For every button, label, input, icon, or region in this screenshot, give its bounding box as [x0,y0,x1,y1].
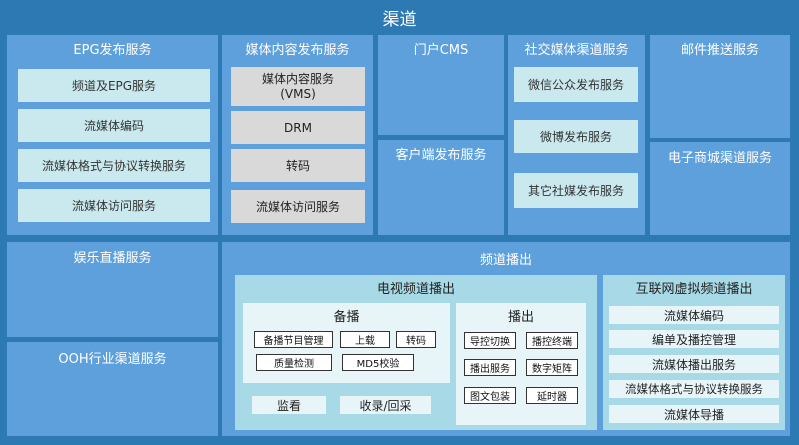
ooh-title: OOH行业渠道服务 [58,351,167,367]
social-title: 社交媒体渠道服务 [524,42,629,58]
diagram-title: 渠道 [0,0,799,34]
ent-live-title: 娱乐直播服务 [73,250,152,266]
client-panel: 客户端发布服务 [378,140,504,235]
mail-panel: 邮件推送服务 [650,35,790,138]
broadcast-title: 播出 [507,309,534,325]
mail-title: 邮件推送服务 [680,42,759,58]
internet-item-3: 流媒体格式与协议转换服务 [609,380,779,398]
internet-panel: 互联网虚拟频道播出 流媒体编码 编单及播控管理 流媒体播出服务 流媒体格式与协议… [603,275,785,430]
backup-item-3: 质量检测 [256,354,332,371]
broadcast-item-0: 导控切换 [464,332,516,349]
social-item-0: 微信公众发布服务 [514,67,638,102]
broadcast-item-2: 播出服务 [464,359,516,376]
internet-title: 互联网虚拟频道播出 [635,281,753,297]
epg-item-0: 频道及EPG服务 [18,69,210,102]
social-panel: 社交媒体渠道服务 微信公众发布服务 微博发布服务 其它社媒发布服务 [508,35,645,235]
ecommerce-panel: 电子商城渠道服务 [650,142,790,235]
broadcast-panel: 播出 导控切换 播控终端 播出服务 数字矩阵 图文包装 延时器 [456,303,586,425]
backup-title: 备播 [333,309,360,325]
backup-panel: 备播 备播节目管理 上载 转码 质量检测 MD5校验 [243,303,450,383]
broadcast-item-3: 数字矩阵 [526,359,578,376]
internet-item-1: 编单及播控管理 [609,330,779,348]
media-panel: 媒体内容发布服务 媒体内容服务 (VMS) DRM 转码 流媒体访问服务 [222,35,373,235]
epg-item-2: 流媒体格式与协议转换服务 [18,149,210,182]
internet-item-0: 流媒体编码 [609,306,779,324]
epg-panel: EPG发布服务 频道及EPG服务 流媒体编码 流媒体格式与协议转换服务 流媒体访… [7,35,218,235]
media-title: 媒体内容发布服务 [245,42,350,58]
backup-item-1: 上载 [340,331,390,348]
media-item-3: 流媒体访问服务 [231,190,365,223]
media-item-1: DRM [231,111,365,144]
broadcast-item-1: 播控终端 [526,332,578,349]
tv-panel: 电视频道播出 备播 备播节目管理 上载 转码 质量检测 MD5校验 播出 导控切… [235,275,597,430]
social-item-2: 其它社媒发布服务 [514,173,638,208]
epg-item-3: 流媒体访问服务 [18,189,210,222]
portal-panel: 门户CMS [378,35,504,135]
epg-title: EPG发布服务 [73,42,152,58]
ent-live-panel: 娱乐直播服务 [7,242,218,337]
backup-item-4: MD5校验 [342,354,414,371]
backup-item-0: 备播节目管理 [254,331,333,348]
tv-title: 电视频道播出 [376,281,455,297]
internet-item-4: 流媒体导播 [609,405,779,423]
record-box: 收录/回采 [340,396,431,414]
broadcast-item-5: 延时器 [526,387,578,404]
monitor-box: 监看 [252,396,326,414]
broadcast-item-4: 图文包装 [464,387,516,404]
channel-title: 频道播出 [479,252,532,268]
media-item-0: 媒体内容服务 (VMS) [231,67,365,106]
portal-title: 门户CMS [413,42,469,58]
social-item-1: 微博发布服务 [514,120,638,153]
ooh-panel: OOH行业渠道服务 [7,342,218,436]
epg-item-1: 流媒体编码 [18,109,210,142]
ecommerce-title: 电子商城渠道服务 [667,150,772,166]
channel-panel: 频道播出 电视频道播出 备播 备播节目管理 上载 转码 质量检测 MD5校验 播… [222,242,790,436]
media-item-2: 转码 [231,149,365,182]
internet-item-2: 流媒体播出服务 [609,355,779,373]
client-title: 客户端发布服务 [395,147,487,163]
backup-item-2: 转码 [396,331,436,348]
